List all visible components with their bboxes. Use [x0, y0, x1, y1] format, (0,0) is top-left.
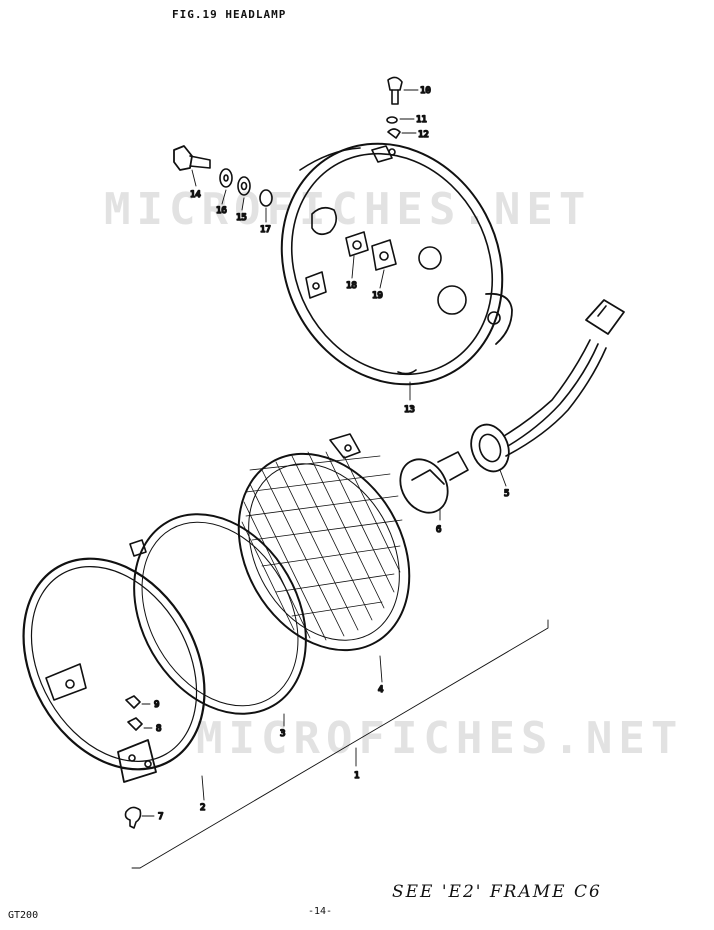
mount-bolt-set — [173, 145, 273, 207]
top-screw-set — [386, 76, 403, 139]
label-5: 5 — [504, 489, 509, 499]
label-16: 16 — [216, 206, 227, 216]
inner-rim — [129, 513, 307, 715]
rim-fasteners — [124, 695, 143, 829]
label-13: 13 — [404, 405, 415, 415]
frame-note: SEE 'E2' FRAME C6 — [392, 882, 602, 902]
label-7: 7 — [158, 812, 163, 822]
label-18: 18 — [346, 281, 357, 291]
label-17: 17 — [260, 225, 271, 235]
label-2: 2 — [200, 803, 205, 813]
label-4: 4 — [378, 685, 383, 695]
model-code: GT200 — [8, 910, 39, 921]
label-15: 15 — [236, 213, 247, 223]
label-14: 14 — [190, 190, 201, 200]
label-10: 10 — [420, 86, 431, 96]
headlamp-bulb — [399, 451, 469, 514]
label-8: 8 — [156, 724, 161, 734]
label-9: 9 — [154, 700, 159, 710]
page-number: -14- — [308, 906, 333, 917]
label-11: 11 — [416, 115, 427, 125]
label-6: 6 — [436, 525, 441, 535]
label-3: 3 — [280, 729, 285, 739]
bulb-socket-wiring — [470, 299, 625, 473]
label-12: 12 — [418, 130, 429, 140]
watermark-bottom: MICROFICHES.NET — [196, 713, 684, 764]
leader-lines — [131, 89, 549, 869]
label-1: 1 — [354, 771, 359, 781]
outer-rim — [22, 557, 206, 783]
figure-title: FIG.19 HEADLAMP — [172, 8, 287, 21]
watermark-top: MICROFICHES.NET — [104, 184, 592, 235]
sealed-beam-lens — [237, 433, 411, 652]
label-19: 19 — [372, 291, 383, 301]
headlamp-housing — [280, 142, 513, 386]
